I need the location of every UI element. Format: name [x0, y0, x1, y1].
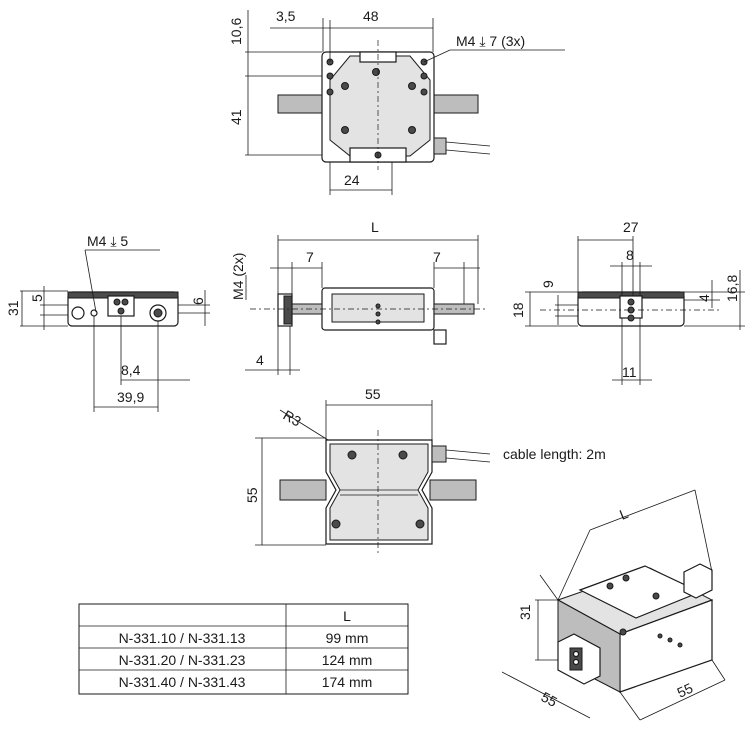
bottom-view-left-rail — [279, 479, 327, 501]
dim-24-label: 24 — [344, 172, 360, 188]
cable-length-note: cable length: 2m — [503, 446, 606, 462]
iso-view: L 31 55 55 — [501, 489, 726, 721]
front-view: L 7 7 4 M4 (2x) — [230, 219, 488, 375]
table-row-model: N-331.10 / N-331.13 — [119, 630, 246, 646]
table-row-length: 99 mm — [326, 630, 369, 646]
top-view-hole — [326, 72, 334, 80]
bottom-view-right-rail — [429, 479, 477, 501]
top-view-cable-connector — [433, 137, 447, 155]
dim-3-5-label: 3,5 — [276, 8, 296, 24]
dim-39-9-label: 39,9 — [117, 389, 144, 405]
iso-L-label: L — [617, 505, 630, 523]
dim-11-label: 11 — [622, 364, 637, 380]
side-left-view: 31 5 6 8,4 39,9 M4 ⤓ 5 — [5, 233, 210, 412]
front-view-cable-block — [433, 329, 447, 345]
side-right-view: 27 8 4 16,8 9 18 11 — [510, 219, 745, 385]
dim-4-right-label: 4 — [696, 294, 712, 302]
dim-L-label: L — [371, 219, 379, 235]
iso-rail-back — [683, 563, 713, 599]
top-view-hole — [326, 88, 334, 96]
top-view-left-rail — [277, 94, 324, 114]
length-table: L N-331.10 / N-331.13 99 mm N-331.20 / N… — [78, 603, 409, 695]
top-view: 48 3,5 10,6 41 24 M4 ⤓ 7 (3x) — [228, 8, 565, 195]
top-view-hole — [420, 88, 428, 96]
dim-8-4-label: 8,4 — [121, 362, 141, 378]
dim-31-label: 31 — [5, 300, 21, 316]
dim-6-label: 6 — [190, 297, 206, 305]
dim-55-top-label: 55 — [365, 386, 381, 402]
dim-7-left-label: 7 — [306, 249, 314, 265]
thread-note-top: M4 ⤓ 7 (3x) — [456, 33, 525, 49]
table-row-length: 124 mm — [322, 652, 373, 668]
bottom-view-cable-connector — [431, 445, 447, 463]
dim-41-label: 41 — [228, 109, 244, 125]
dim-18-label: 18 — [510, 302, 526, 318]
dim-10-6-label: 10,6 — [228, 18, 244, 45]
side-left-port — [71, 306, 85, 320]
dim-5-label: 5 — [29, 294, 45, 302]
dim-9-label: 9 — [540, 280, 556, 288]
bottom-view-cable — [445, 449, 491, 463]
radius-label: R3 — [281, 407, 305, 430]
dim-48-label: 48 — [363, 8, 379, 24]
top-view-right-rail — [432, 94, 479, 114]
dim-4-label: 4 — [256, 352, 264, 368]
top-view-screw — [408, 82, 416, 90]
bottom-view: 55 55 R3 cable length: 2m — [244, 386, 606, 555]
front-view-right-rail — [433, 303, 475, 315]
table-row-model: N-331.40 / N-331.43 — [119, 674, 246, 690]
dim-27-label: 27 — [623, 219, 639, 235]
bottom-view-plate — [329, 443, 429, 541]
dim-7-right-label: 7 — [433, 249, 441, 265]
thread-note-front: M4 (2x) — [230, 253, 246, 300]
top-view-plate — [329, 55, 431, 157]
dim-16-8-label: 16,8 — [724, 275, 740, 302]
iso-31-label: 31 — [517, 604, 533, 620]
dim-55-side-label: 55 — [244, 487, 260, 503]
top-view-screw — [341, 126, 349, 134]
table-header-L: L — [343, 608, 351, 624]
table-row-model: N-331.20 / N-331.23 — [119, 652, 246, 668]
table-row-length: 174 mm — [322, 674, 373, 690]
iso-55-right-label: 55 — [675, 680, 696, 701]
thread-note-side: M4 ⤓ 5 — [87, 233, 128, 249]
iso-55-left-label: 55 — [539, 689, 560, 711]
top-view-screw — [341, 82, 349, 90]
top-view-cable — [445, 141, 491, 155]
top-view-hole — [420, 72, 428, 80]
dim-8-label: 8 — [626, 247, 634, 263]
top-view-screw — [372, 68, 380, 76]
iso-L-dim — [589, 489, 696, 531]
top-view-screw — [408, 126, 416, 134]
